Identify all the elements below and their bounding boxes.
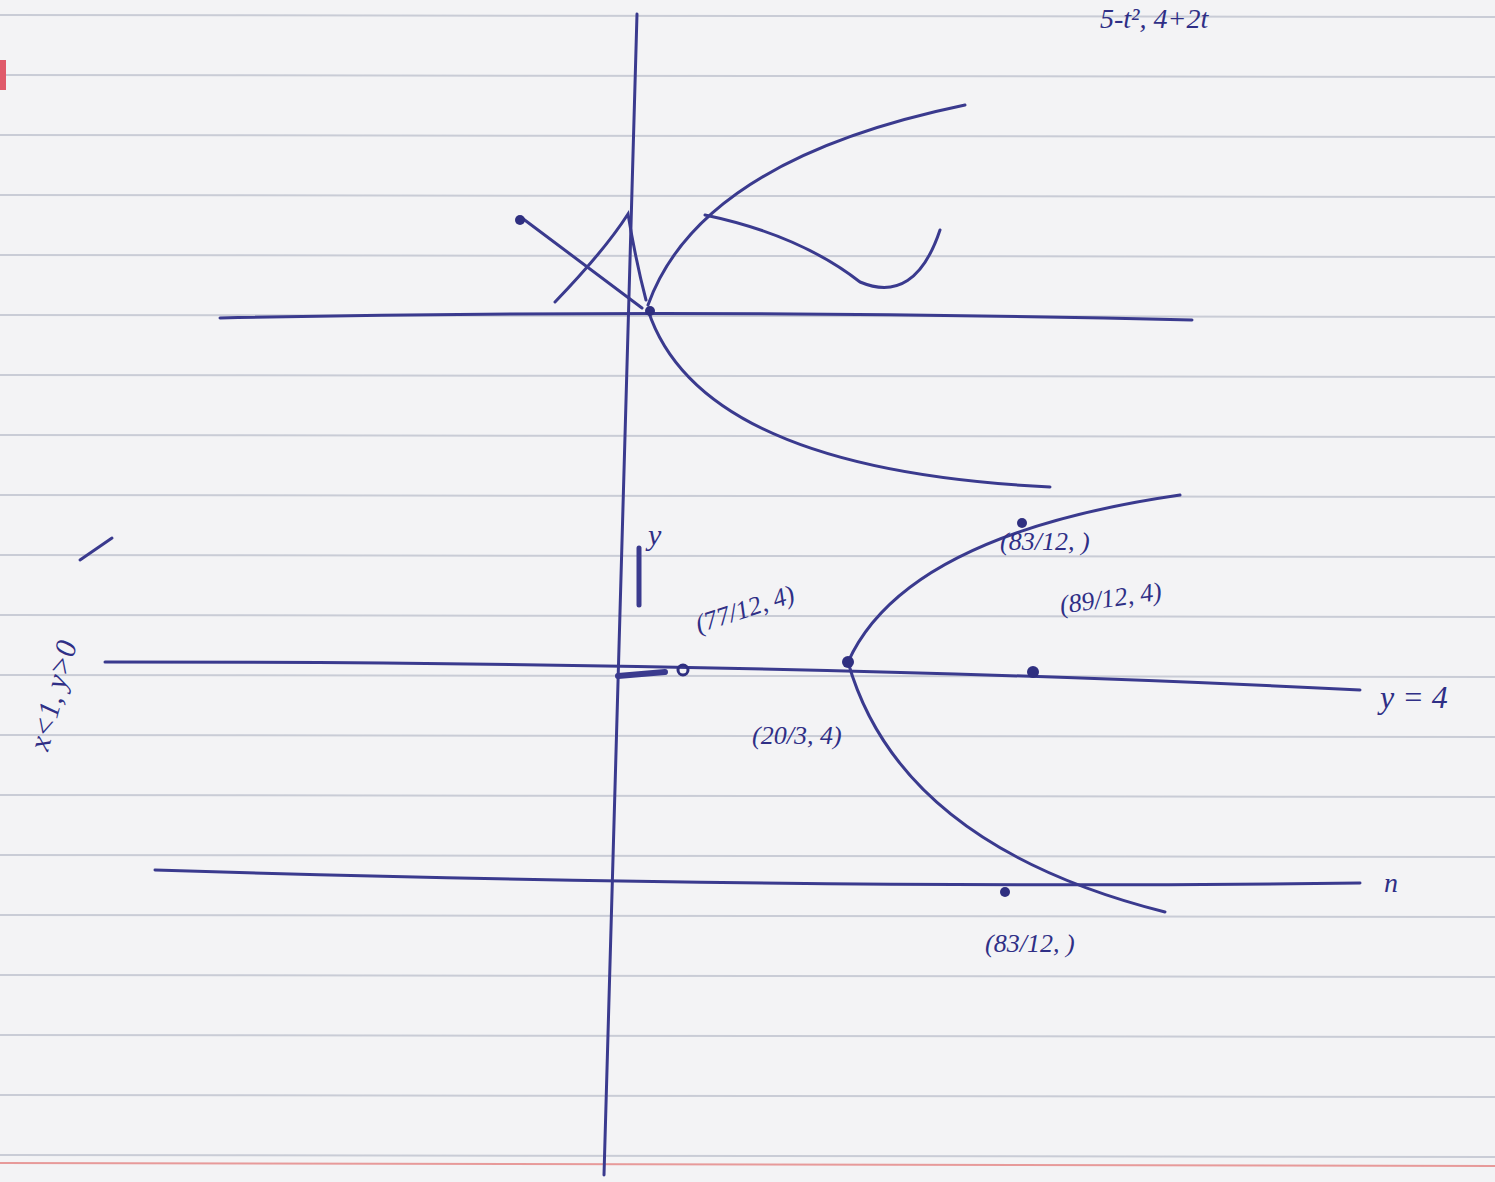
ruled-line — [0, 1035, 1495, 1037]
ruled-line — [0, 795, 1495, 797]
lower-branch-curve — [648, 310, 1050, 487]
axis-label: n — [1384, 868, 1398, 899]
origin-mark — [618, 672, 665, 676]
margin-mark — [0, 60, 6, 90]
ruled-line — [0, 135, 1495, 137]
point — [1017, 518, 1027, 528]
ruled-line — [0, 15, 1495, 17]
point — [645, 306, 655, 316]
point-label: (77/12, 4) — [692, 580, 798, 639]
ruled-line — [0, 915, 1495, 917]
ruled-line — [0, 195, 1495, 197]
equation-note: 5-t², 4+2t — [1100, 4, 1208, 35]
point — [678, 665, 688, 675]
point-label: (89/12, 4) — [1058, 578, 1164, 621]
condition-note: x<1, y>0 — [22, 637, 83, 754]
vertex-point — [842, 656, 854, 668]
axis-label: y — [648, 518, 661, 551]
ruled-line — [0, 735, 1495, 737]
point-label: (20/3, 4) — [752, 722, 842, 751]
sketch-line — [522, 218, 642, 308]
ruled-line — [0, 1155, 1495, 1157]
ruled-line — [0, 555, 1495, 557]
ruled-line — [0, 255, 1495, 257]
sketch-curve — [705, 215, 940, 287]
point-label: (83/12, ) — [985, 930, 1075, 959]
point-label: (83/12, ) — [1000, 528, 1090, 557]
sketch-curve — [555, 214, 646, 302]
ruled-line — [0, 675, 1495, 677]
upper-branch-curve — [648, 105, 965, 305]
ruled-line — [0, 75, 1495, 77]
ruled-line — [0, 855, 1495, 857]
point — [515, 215, 525, 225]
point — [1000, 887, 1010, 897]
ruled-line — [0, 495, 1495, 497]
ruled-line — [0, 975, 1495, 977]
x-axis-bottom — [155, 870, 1360, 885]
axis-mark — [637, 548, 642, 605]
ruled-line — [0, 1095, 1495, 1097]
ruled-line — [0, 375, 1495, 377]
parabola-upper — [848, 495, 1180, 662]
parabola-lower — [848, 662, 1165, 912]
ruled-line — [0, 435, 1495, 437]
sketch-stroke — [80, 538, 112, 560]
line-label: y = 4 — [1380, 680, 1448, 715]
x-axis-top — [220, 313, 1192, 320]
y-axis — [604, 14, 637, 1175]
focus-point — [1027, 666, 1039, 678]
margin-line — [0, 1163, 1495, 1166]
line-y-4 — [105, 662, 1360, 690]
